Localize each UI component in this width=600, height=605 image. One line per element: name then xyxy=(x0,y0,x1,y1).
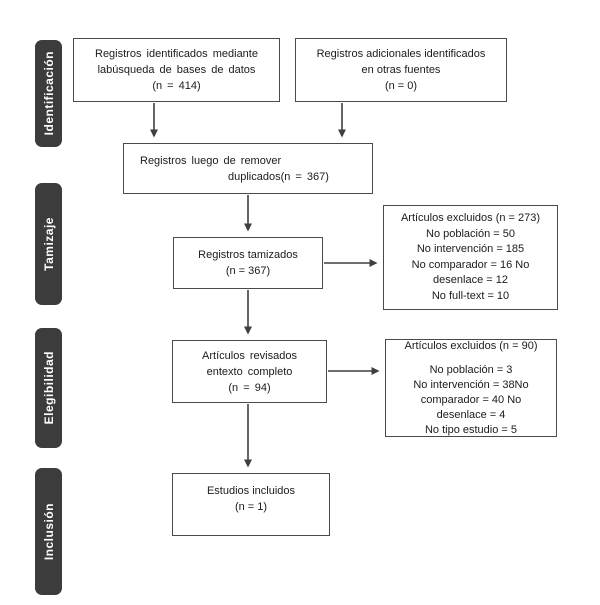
box-text-line: No población = 3 xyxy=(429,363,513,376)
box-records-screened: Registros tamizados (n = 367) xyxy=(173,237,323,289)
box-text-line: No tipo estudio = 5 xyxy=(424,423,518,436)
box-text-line: entexto completo xyxy=(206,365,293,378)
box-text-line: duplicados(n = 367) xyxy=(228,170,329,183)
stage-label-identificacion-text: Identificación xyxy=(41,51,56,136)
box-text-line: comparador = 40 No xyxy=(420,393,522,406)
box-text-line: No intervención = 185 xyxy=(416,243,525,255)
box-text-line: desenlace = 12 xyxy=(433,274,508,286)
box-text-line: Artículos excluidos (n = 90) xyxy=(404,339,538,352)
box-text-line: Artículos excluidos (n = 273) xyxy=(400,212,541,224)
box-text-line: Registros adicionales identificados xyxy=(316,48,486,60)
box-text-line: labúsqueda de bases de datos xyxy=(97,64,256,76)
box-text-line: No full-text = 10 xyxy=(431,289,510,302)
box-text-line: Registros tamizados xyxy=(198,249,298,261)
stage-label-elegibilidad: Elegibilidad xyxy=(35,328,62,448)
box-text-line: No comparador = 16 No xyxy=(411,258,530,271)
box-text-line: (n = 367) xyxy=(225,265,271,277)
box-text-line: en otras fuentes xyxy=(361,64,441,76)
stage-label-inclusion: Inclusión xyxy=(35,468,62,595)
box-records-after-duplicates: Registros luego de remover duplicados(n … xyxy=(123,143,373,194)
box-articles-fulltext-review: Artículos revisados entexto completo (n … xyxy=(172,340,327,403)
box-text-line: No intervención = 38No xyxy=(413,378,529,391)
stage-label-tamizaje-text: Tamizaje xyxy=(41,217,56,271)
box-text-line: (n = 1) xyxy=(234,501,268,513)
box-records-database-search: Registros identificados mediante labúsqu… xyxy=(73,38,280,102)
box-articles-excluded-screening: Artículos excluidos (n = 273) No poblaci… xyxy=(383,205,558,310)
box-text-line: Registros luego de remover xyxy=(140,154,282,167)
box-text-line: (n = 0) xyxy=(384,80,418,92)
stage-label-tamizaje: Tamizaje xyxy=(35,183,62,305)
stage-label-inclusion-text: Inclusión xyxy=(41,502,56,561)
box-text-line: Registros identificados mediante xyxy=(95,48,258,60)
stage-label-elegibilidad-text: Elegibilidad xyxy=(41,351,56,425)
box-records-other-sources: Registros adicionales identificados en o… xyxy=(295,38,507,102)
box-text-line: (n = 94) xyxy=(228,381,271,394)
box-text-line: No población = 50 xyxy=(426,227,515,240)
box-text-line: Estudios incluidos xyxy=(206,485,296,497)
stage-label-identificacion: Identificación xyxy=(35,40,62,147)
box-studies-included: Estudios incluidos (n = 1) xyxy=(172,473,330,536)
box-text-line: desenlace = 4 xyxy=(436,408,506,421)
box-text-line: (n = 414) xyxy=(152,80,201,92)
box-articles-excluded-fulltext: Artículos excluidos (n = 90) No població… xyxy=(385,339,557,437)
box-text-line: Artículos revisados xyxy=(202,349,297,362)
